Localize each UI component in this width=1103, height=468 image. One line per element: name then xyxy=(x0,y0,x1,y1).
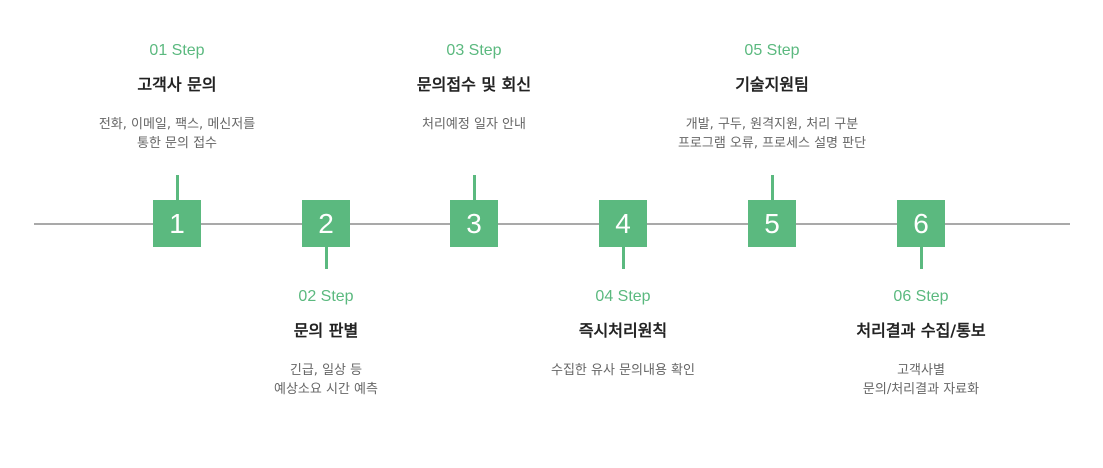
step-index: 03 Step xyxy=(446,42,502,59)
step-title: 처리결과 수집/통보 xyxy=(856,321,986,340)
description-line: 문의/처리결과 자료화 xyxy=(862,382,980,397)
step-title: 문의 판별 xyxy=(293,321,359,340)
description-line: 개발, 구두, 원격지원, 처리 구분 xyxy=(685,117,859,132)
step-connector xyxy=(473,175,476,200)
step-number-box: 1 xyxy=(153,200,201,247)
timeline-line xyxy=(34,223,1070,225)
description-line: 프로그램 오류, 프로세스 설명 판단 xyxy=(677,136,867,151)
step-connector xyxy=(176,175,179,200)
step-index: 04 Step xyxy=(595,288,651,305)
step-number-box: 3 xyxy=(450,200,498,247)
step-title: 문의접수 및 회신 xyxy=(416,75,532,94)
step-index: 01 Step xyxy=(149,42,205,59)
description-line: 긴급, 일상 등 xyxy=(289,363,363,378)
description-line: 통한 문의 접수 xyxy=(136,136,218,151)
step-index: 06 Step xyxy=(893,288,949,305)
step-number-box: 5 xyxy=(748,200,796,247)
step-index: 02 Step xyxy=(298,288,354,305)
step-title: 고객사 문의 xyxy=(137,75,217,94)
step-title: 기술지원팀 xyxy=(735,75,809,94)
step-connector xyxy=(920,247,923,269)
description-line: 처리예정 일자 안내 xyxy=(422,117,526,132)
step-index: 05 Step xyxy=(744,42,800,59)
step-number-box: 6 xyxy=(897,200,945,247)
step-connector xyxy=(771,175,774,200)
description-line: 전화, 이메일, 팩스, 메신저를 xyxy=(98,117,256,132)
step-connector xyxy=(622,247,625,269)
step-number-box: 2 xyxy=(302,200,350,247)
description-line: 예상소요 시간 예측 xyxy=(274,382,378,397)
step-title: 즉시처리원칙 xyxy=(578,321,668,340)
description-line: 고객사별 xyxy=(897,363,945,378)
step-description: 수집한 유사 문의내용 확인 xyxy=(493,361,753,380)
step-description: 처리예정 일자 안내 xyxy=(344,115,604,134)
step-number-box: 4 xyxy=(599,200,647,247)
description-line: 수집한 유사 문의내용 확인 xyxy=(551,363,695,378)
step-connector xyxy=(325,247,328,269)
